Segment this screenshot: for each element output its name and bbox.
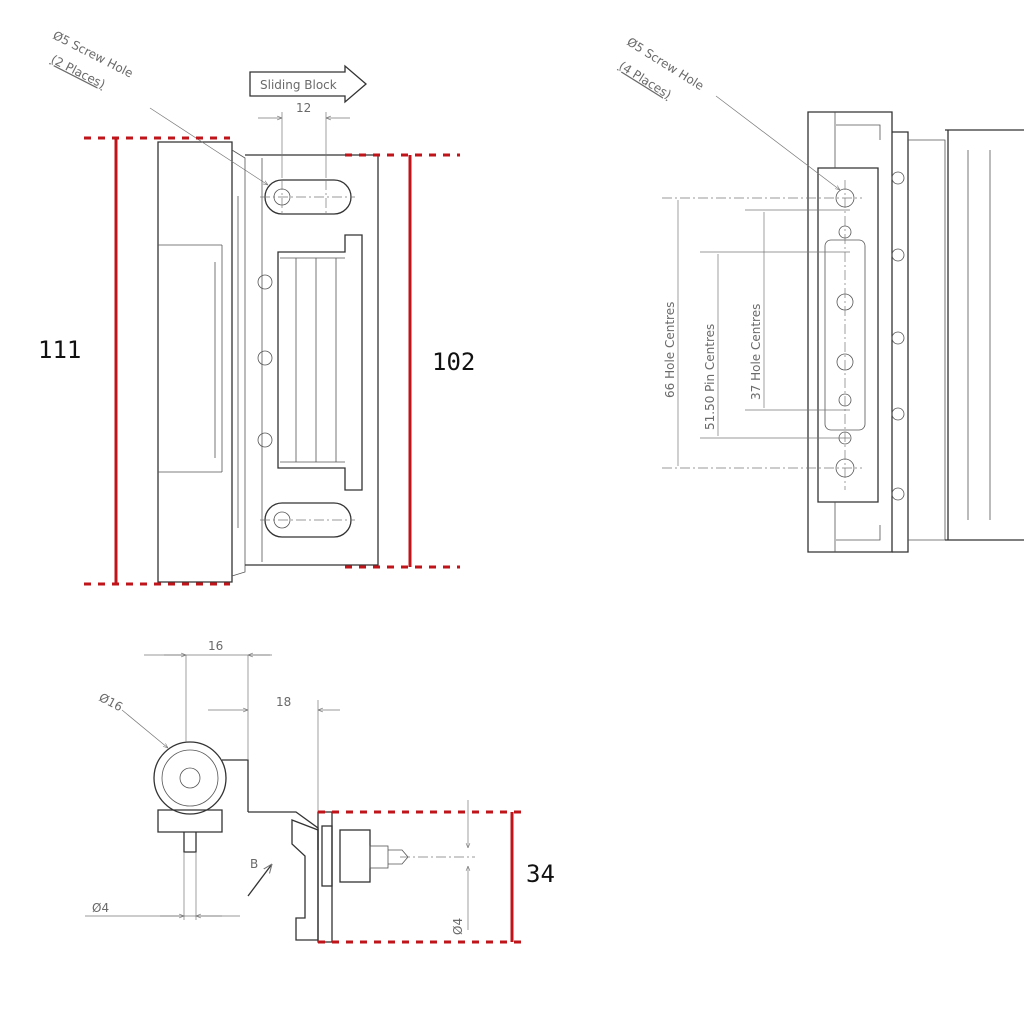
hole-centres-66-dimension: 66 Hole Centres — [663, 302, 677, 398]
pin-diameter-right: Ø4 — [451, 918, 465, 935]
front-view — [84, 64, 460, 586]
frame-height-dimension: 102 — [432, 348, 475, 376]
sliding-block-label: Sliding Block — [260, 78, 337, 92]
width-16-dimension: 16 — [208, 639, 223, 653]
hole-centres-37-dimension: 37 Hole Centres — [749, 304, 763, 400]
side-view — [662, 95, 1024, 553]
pin-centres-dimension: 51.50 Pin Centres — [703, 324, 717, 430]
depth-dimension: 34 — [526, 860, 555, 888]
overall-height-dimension: 111 — [38, 336, 81, 364]
barrel-diameter-dimension: Ø16 — [97, 690, 125, 714]
pin-diameter-left: Ø4 — [92, 901, 109, 915]
plan-view — [85, 655, 522, 944]
sliding-block-dimension: 12 — [296, 101, 311, 115]
view-b-label: B — [250, 857, 258, 871]
width-18-dimension: 18 — [276, 695, 291, 709]
